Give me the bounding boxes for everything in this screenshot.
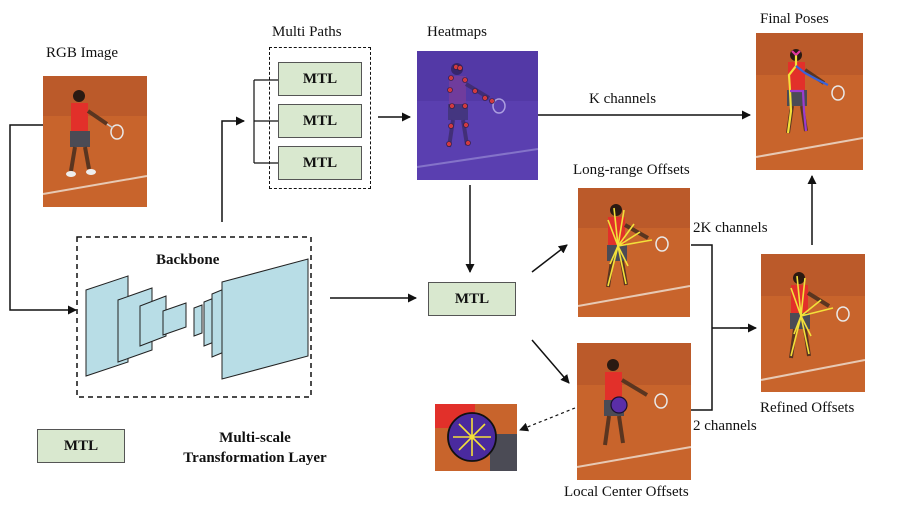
heatmap-keypoints bbox=[446, 64, 495, 147]
refined-offset-vectors bbox=[790, 275, 834, 357]
zoom-inset-image bbox=[435, 404, 517, 471]
final-poses-image bbox=[756, 33, 863, 170]
arrow-backbone-to-paths bbox=[221, 116, 245, 222]
refined-offsets-label: Refined Offsets bbox=[760, 400, 855, 416]
final-poses-label: Final Poses bbox=[760, 11, 829, 27]
long-range-offsets-label: Long-range Offsets bbox=[573, 162, 690, 178]
offset-vectors bbox=[607, 207, 653, 287]
rgb-image-label: RGB Image bbox=[46, 45, 119, 61]
mtl-block-center: MTL bbox=[428, 282, 516, 316]
fan-out-lines bbox=[253, 79, 278, 164]
player-figure bbox=[66, 90, 124, 177]
arrow-mtl-to-localcenter bbox=[531, 339, 570, 384]
backbone-dashed-box bbox=[76, 236, 312, 398]
long-range-offsets-image bbox=[578, 188, 690, 317]
backbone-layer-4 bbox=[162, 302, 187, 336]
local-center-offsets-image bbox=[577, 343, 691, 480]
backbone-layer-3 bbox=[139, 295, 167, 347]
two-channels-label: 2 channels bbox=[693, 418, 757, 434]
mtl-legend-swatch: MTL bbox=[37, 429, 125, 463]
refined-offsets-image bbox=[761, 254, 865, 392]
local-center-offsets-label: Local Center Offsets bbox=[564, 484, 689, 500]
local-center-marker bbox=[610, 396, 628, 414]
mtl-block-path-2: MTL bbox=[278, 104, 362, 138]
mtl-block-path-1: MTL bbox=[278, 62, 362, 96]
heatmaps-label: Heatmaps bbox=[427, 24, 487, 40]
backbone-layer-8 bbox=[221, 258, 309, 380]
two-k-channels-label: 2K channels bbox=[693, 220, 768, 236]
heatmaps-image bbox=[417, 51, 538, 180]
multi-paths-label: Multi Paths bbox=[272, 24, 342, 40]
mtl-block-path-3: MTL bbox=[278, 146, 362, 180]
arrow-rgb-to-backbone bbox=[9, 124, 77, 315]
dashed-arrow-to-zoom bbox=[519, 407, 576, 432]
legend-line-2: Transformation Layer bbox=[183, 450, 327, 466]
k-channels-label: K channels bbox=[589, 91, 657, 107]
multi-paths-box bbox=[269, 47, 371, 189]
legend-line-1: Multi-scale bbox=[219, 430, 291, 446]
zoom-center-star bbox=[453, 418, 491, 456]
rgb-image-photo bbox=[43, 76, 147, 207]
pose-skeleton bbox=[786, 50, 829, 134]
backbone-layer-5 bbox=[193, 304, 203, 337]
arrow-mtl-to-longrange bbox=[531, 244, 568, 273]
backbone-label: Backbone bbox=[156, 252, 220, 268]
